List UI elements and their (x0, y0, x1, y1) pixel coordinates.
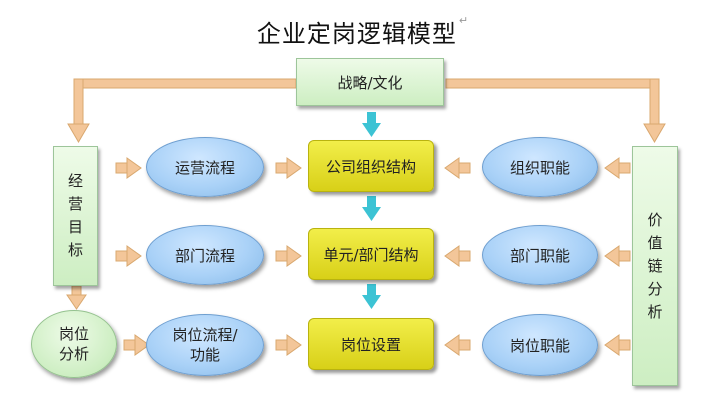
position-setup-box: 岗位设置 (308, 318, 434, 370)
diagram-title: 企业定岗逻辑模型↵ (0, 14, 726, 49)
dept-function-ellipse: 部门职能 (482, 225, 598, 285)
down-arrows (362, 112, 381, 309)
top-bar-left (73, 78, 297, 89)
right-drop (649, 78, 660, 125)
operation-process-label: 运营流程 (174, 158, 235, 177)
paragraph-mark: ↵ (458, 14, 470, 27)
company-structure-box: 公司组织结构 (308, 140, 434, 192)
value-chain-label: 价值链分析 (647, 210, 663, 321)
right-arrow-row2 (604, 245, 631, 267)
position-analysis-ellipse: 岗位分析 (31, 310, 117, 378)
org-function-ellipse: 组织职能 (482, 137, 598, 197)
unit-structure-box: 单元/部门结构 (308, 228, 434, 280)
business-goal-label: 经营目标 (67, 172, 83, 259)
down-arrow-company (362, 196, 381, 221)
down-arrow-unit (362, 284, 381, 309)
mid-left-arrow-row2 (275, 245, 302, 267)
position-analysis-label: 岗位分析 (58, 325, 89, 363)
left-arrow-row1 (115, 157, 142, 179)
dept-function-label: 部门职能 (509, 246, 570, 265)
strategy-culture-label: 战略/文化 (337, 73, 403, 92)
position-setup-label: 岗位设置 (340, 335, 401, 354)
left-drop (73, 78, 84, 126)
dept-process-ellipse: 部门流程 (146, 225, 264, 285)
position-function-ellipse: 岗位职能 (482, 314, 598, 376)
mid-left-arrow-row1 (275, 157, 302, 179)
mid-left-arrows (275, 157, 302, 356)
position-process-ellipse: 岗位流程/功能 (146, 314, 264, 376)
company-structure-label: 公司组织结构 (325, 157, 416, 176)
mid-right-arrows (444, 157, 471, 356)
mid-right-arrow-row2 (444, 245, 471, 267)
right-arrows (604, 157, 631, 356)
left-arrow-row2 (115, 245, 142, 267)
position-function-label: 岗位职能 (509, 336, 570, 355)
dept-process-label: 部门流程 (174, 246, 235, 265)
org-function-label: 组织职能 (509, 158, 570, 177)
value-chain-box: 价值链分析 (632, 146, 678, 386)
business-goal-box: 经营目标 (53, 146, 98, 286)
unit-structure-label: 单元/部门结构 (323, 245, 419, 264)
left-arrow-row3 (123, 334, 150, 356)
operation-process-ellipse: 运营流程 (146, 137, 264, 197)
right-arrow-row1 (604, 157, 631, 179)
title-text: 企业定岗逻辑模型 (256, 20, 457, 48)
strategy-culture-box: 战略/文化 (296, 58, 444, 106)
goal-to-analysis-arrow (66, 285, 87, 310)
position-process-label: 岗位流程/功能 (172, 326, 238, 364)
right-drop-arrowhead (643, 123, 666, 143)
mid-right-arrow-row1 (444, 157, 471, 179)
top-bar-right (445, 78, 659, 89)
top-connector (67, 78, 666, 143)
right-arrow-row3 (604, 334, 631, 356)
down-arrow-strategy (362, 112, 381, 137)
left-arrows (115, 157, 150, 356)
mid-left-arrow-row3 (275, 334, 302, 356)
mid-right-arrow-row3 (444, 334, 471, 356)
left-drop-arrowhead (67, 123, 90, 143)
goal-drop-arrowhead (66, 294, 87, 310)
